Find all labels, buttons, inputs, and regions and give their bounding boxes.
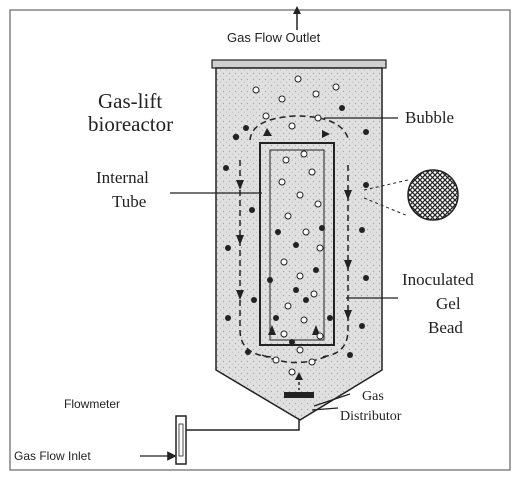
gas-distributor-label-2: Distributor [340, 409, 402, 424]
gas-distributor-label-1: Gas [362, 389, 384, 404]
internal-tube-label-2: Tube [112, 192, 146, 211]
gel-beads [223, 105, 369, 358]
gas-distributor [284, 392, 314, 398]
title-line-2: bioreactor [88, 112, 173, 136]
inoculated-label-1: Inoculated [402, 270, 474, 289]
reactor-vessel [215, 67, 383, 421]
internal-tube [259, 142, 335, 346]
inoculated-label-3: Bead [428, 318, 463, 337]
flow-arrows [236, 128, 352, 335]
bubbles [252, 75, 340, 376]
gas-flow-inlet-label: Gas Flow Inlet [14, 449, 91, 463]
reactor-lid [211, 59, 387, 69]
inoculated-label-2: Gel [436, 294, 461, 313]
bubble-label: Bubble [405, 108, 454, 127]
inlet-pipe [185, 420, 300, 431]
gas-flow-outlet-label: Gas Flow Outlet [227, 30, 321, 45]
flowmeter-label: Flowmeter [64, 397, 120, 411]
internal-tube-label-1: Internal [96, 168, 149, 187]
circulation-flow [239, 115, 349, 364]
leader-lines [170, 117, 398, 411]
magnified-bead [407, 169, 459, 221]
title-line-1: Gas-lift [98, 89, 162, 113]
